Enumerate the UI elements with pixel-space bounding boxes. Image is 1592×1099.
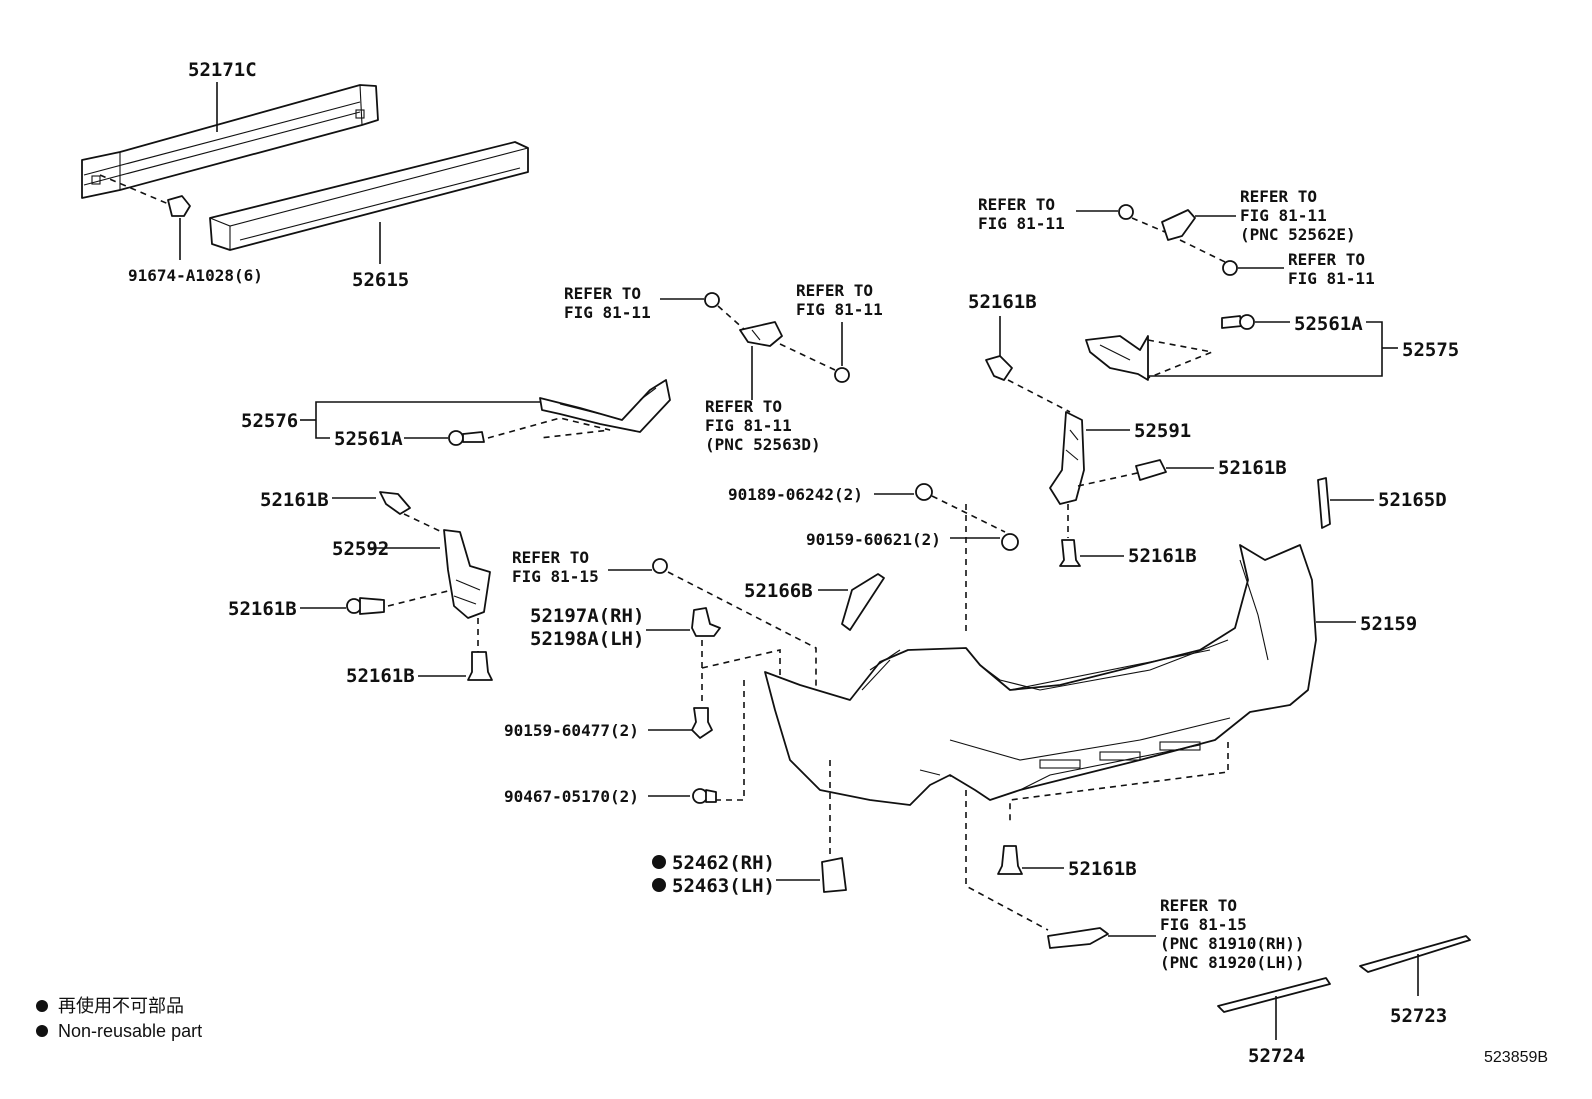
molding-52723: [1359, 935, 1471, 973]
clip-icon: [1118, 204, 1134, 220]
clip-52161B-f: [467, 651, 493, 681]
label-refer-c-1: REFER TO: [705, 397, 782, 416]
nut-90189-icon: [915, 483, 933, 501]
label-52159: 52159: [1360, 613, 1417, 635]
label-52592: 52592: [332, 538, 389, 560]
non-reusable-bullet-icon: [652, 878, 666, 892]
label-52561A-left: 52561A: [334, 428, 403, 450]
label-52165D: 52165D: [1378, 489, 1447, 511]
diagram-code: 523859B: [1484, 1049, 1548, 1066]
legend-cn: 再使用不可部品: [58, 996, 184, 1016]
bolt-52561A-left: [448, 430, 485, 446]
label-refer-a-1: REFER TO: [564, 284, 641, 303]
label-52591: 52591: [1134, 420, 1191, 442]
clip-52161B-d: [379, 491, 411, 515]
bracket-52166B: [841, 573, 885, 631]
label-refer-a-2: FIG 81-11: [564, 303, 651, 322]
label-52161B-e: 52161B: [228, 598, 297, 620]
label-90159-477: 90159-60477(2): [504, 721, 639, 740]
label-refer-h-3: (PNC 81910(RH)): [1160, 934, 1305, 953]
label-52724: 52724: [1248, 1045, 1305, 1067]
legend: 再使用不可部品 Non-reusable part: [36, 996, 202, 1041]
side-retainer-52576: [487, 379, 671, 439]
label-90467: 90467-05170(2): [504, 787, 639, 806]
label-52161B-f: 52161B: [346, 665, 415, 687]
bracket-52591: [1049, 411, 1085, 505]
label-52171C: 52171C: [188, 59, 257, 81]
label-52166B: 52166B: [744, 580, 813, 602]
clip-52161B-e: [346, 597, 385, 615]
label-52723: 52723: [1390, 1005, 1447, 1027]
label-52575: 52575: [1402, 339, 1459, 361]
label-refer-h-1: REFER TO: [1160, 896, 1237, 915]
label-52462: 52462(RH): [672, 852, 775, 874]
label-refer-h-2: FIG 81-15: [1160, 915, 1247, 934]
bolt-52561A-right: [1221, 314, 1255, 330]
label-90189: 90189-06242(2): [728, 485, 863, 504]
non-reusable-bullet-icon: [36, 1025, 48, 1037]
clip-52161B-g: [997, 845, 1023, 875]
energy-absorber-52615: [209, 141, 529, 251]
non-reusable-bullet-icon: [652, 855, 666, 869]
screw-90159-477: [691, 707, 713, 739]
label-refer-e-3: (PNC 52562E): [1240, 225, 1356, 244]
label-90159-621: 90159-60621(2): [806, 530, 941, 549]
label-refer-b-1: REFER TO: [796, 281, 873, 300]
molding-52724: [1217, 977, 1331, 1013]
label-52161B-d: 52161B: [260, 489, 329, 511]
clip-52161B-a: [985, 355, 1013, 381]
seal-52165D: [1317, 477, 1331, 529]
label-refer-b-2: FIG 81-11: [796, 300, 883, 319]
clip-icon: [704, 292, 720, 308]
label-refer-f-1: REFER TO: [1288, 250, 1365, 269]
label-refer-e-1: REFER TO: [1240, 187, 1317, 206]
label-refer-g-1: REFER TO: [512, 548, 589, 567]
label-91674: 91674-A1028(6): [128, 266, 263, 285]
non-reusable-bullet-icon: [36, 1000, 48, 1012]
bumper-cover-52159: [764, 544, 1317, 806]
label-refer-d-1: REFER TO: [978, 195, 1055, 214]
label-refer-e-2: FIG 81-11: [1240, 206, 1327, 225]
tow-hook-cover-52462: [821, 857, 847, 893]
label-refer-d-2: FIG 81-11: [978, 214, 1065, 233]
label-52576: 52576: [241, 410, 298, 432]
label-52561A-right: 52561A: [1294, 313, 1363, 335]
label-52161B-g: 52161B: [1068, 858, 1137, 880]
bracket-52592: [443, 529, 491, 619]
bracket-52197A: [691, 607, 721, 637]
bumper-reinforcement-52171C: [81, 84, 379, 199]
bolt-91674: [167, 195, 191, 260]
label-52161B-a: 52161B: [968, 291, 1037, 313]
label-52161B-b: 52161B: [1218, 457, 1287, 479]
label-52161B-c: 52161B: [1128, 545, 1197, 567]
screw-90159-621: [1001, 533, 1019, 551]
label-refer-c-2: FIG 81-11: [705, 416, 792, 435]
label-refer-f-2: FIG 81-11: [1288, 269, 1375, 288]
clip-90467: [692, 788, 717, 804]
label-refer-c-3: (PNC 52563D): [705, 435, 821, 454]
bracket-52563D: [739, 321, 783, 347]
clip-52161B-b: [1135, 459, 1167, 481]
label-52615: 52615: [352, 269, 409, 291]
side-retainer-52575: [1085, 335, 1215, 381]
label-52198A: 52198A(LH): [530, 628, 644, 650]
reflector-81910: [1047, 927, 1109, 949]
label-refer-h-4: (PNC 81920(LH)): [1160, 953, 1305, 972]
label-52197A: 52197A(RH): [530, 605, 644, 627]
legend-en: Non-reusable part: [58, 1021, 202, 1041]
clip-icon: [652, 558, 668, 574]
clip-52161B-c: [1059, 539, 1081, 567]
label-52463: 52463(LH): [672, 875, 775, 897]
bracket-52562E: [1161, 209, 1196, 241]
label-refer-g-2: FIG 81-15: [512, 567, 599, 586]
nut-icon: [1222, 260, 1238, 276]
nut-icon: [834, 322, 850, 383]
